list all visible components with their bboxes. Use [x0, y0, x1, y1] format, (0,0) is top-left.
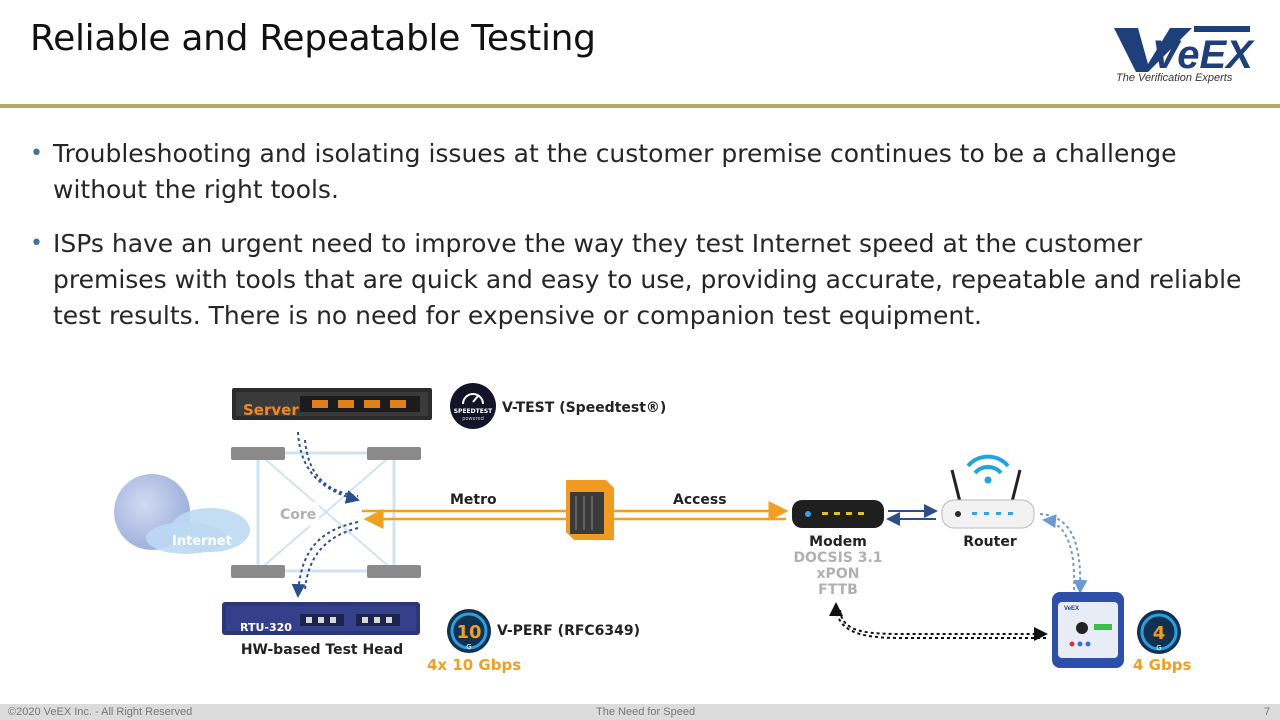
- device-4g-badge: 4 G: [1137, 610, 1181, 654]
- footer-copyright: ©2020 VeEX Inc. - All Right Reserved: [8, 706, 193, 718]
- modem-tech-docsis: DOCSIS 3.1: [793, 550, 882, 566]
- header-divider: [0, 104, 1280, 108]
- logo-text: VeEX: [1152, 33, 1255, 77]
- logo-tagline: The Verification Experts: [1116, 72, 1233, 84]
- page-number: 7: [1264, 706, 1271, 718]
- network-diagram: Server SPEEDTEST powered V-TEST (Speedte…: [114, 383, 1191, 674]
- vperf-10g-badge: 10 G: [447, 609, 491, 653]
- access-label: Access: [673, 492, 727, 508]
- vperf-badge-unit: G: [466, 643, 471, 651]
- bullet-dot-icon: •: [30, 141, 43, 166]
- modem-tech-xpon: xPON: [817, 566, 860, 582]
- router-icon: [941, 469, 1035, 529]
- internet-cloud-icon: Internet: [114, 474, 250, 554]
- access-node-icon: [566, 480, 614, 540]
- modem-device-arrow: [839, 609, 1048, 641]
- device-speed: 4 Gbps: [1133, 656, 1191, 674]
- core-rtu-arrow-up: [304, 527, 359, 591]
- speedtest-text: SPEEDTEST: [454, 408, 493, 415]
- test-device-icon: VeEX: [1052, 592, 1124, 668]
- server-label: Server: [243, 401, 299, 419]
- vperf-speed: 4x 10 Gbps: [427, 656, 521, 674]
- vtest-label: V-TEST (Speedtest®): [502, 400, 666, 416]
- modem-label: Modem: [809, 534, 867, 550]
- modem-icon: [792, 500, 884, 528]
- server-core-arrow-up: [304, 439, 359, 497]
- modem-tech-fttb: FTTB: [818, 582, 858, 598]
- footer-title: The Need for Speed: [596, 706, 696, 718]
- bullet-text: ISPs have an urgent need to improve the …: [53, 229, 1242, 330]
- rtu-label: RTU-320: [240, 621, 292, 634]
- wifi-icon: [966, 454, 1010, 484]
- core-label: Core: [280, 507, 316, 523]
- bullet-item: • ISPs have an urgent need to improve th…: [30, 226, 1250, 334]
- metro-label: Metro: [450, 492, 497, 508]
- speedtest-badge: SPEEDTEST powered: [450, 383, 496, 429]
- bullet-item: • Troubleshooting and isolating issues a…: [30, 136, 1250, 208]
- core-network: Core: [231, 447, 421, 578]
- vperf-label: V-PERF (RFC6349): [497, 623, 640, 639]
- device-badge-unit: G: [1156, 644, 1161, 652]
- device-modem-arrow: [829, 602, 1046, 639]
- device-brand: VeEX: [1064, 606, 1079, 612]
- veex-logo: VeEX: [1114, 26, 1255, 77]
- vperf-badge-value: 10: [456, 622, 481, 643]
- device-badge-value: 4: [1153, 623, 1166, 644]
- router-device-arrow: [1039, 513, 1088, 594]
- bullet-dot-icon: •: [30, 231, 43, 256]
- device-router-arrow: [1042, 514, 1076, 591]
- rtu-320-rack: RTU-320: [222, 602, 420, 635]
- bullet-list: • Troubleshooting and isolating issues a…: [30, 136, 1250, 352]
- slide-title: Reliable and Repeatable Testing: [30, 18, 596, 59]
- hw-test-head-label: HW-based Test Head: [241, 642, 403, 658]
- bullet-text: Troubleshooting and isolating issues at …: [53, 139, 1177, 204]
- server-core-arrow-down: [297, 431, 360, 504]
- router-label: Router: [963, 534, 1017, 550]
- internet-label: Internet: [172, 534, 232, 549]
- server-rack: Server: [232, 388, 432, 420]
- footer-bar: ©2020 VeEX Inc. - All Right Reserved The…: [0, 704, 1280, 720]
- speedtest-powered: powered: [462, 416, 484, 422]
- core-rtu-arrow-down: [291, 521, 359, 598]
